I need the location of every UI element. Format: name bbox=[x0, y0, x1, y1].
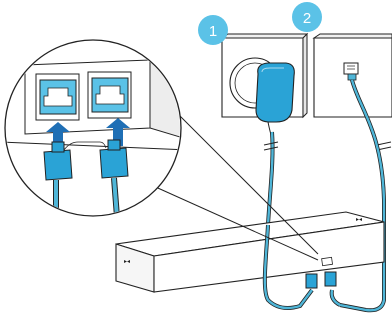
cable-break-mark bbox=[263, 141, 392, 151]
insert-arrow-phone bbox=[106, 118, 130, 146]
step-badge-2: 2 bbox=[292, 2, 322, 32]
wall-plate-phone bbox=[312, 33, 392, 118]
plug-power bbox=[43, 141, 73, 215]
port-power bbox=[35, 73, 80, 121]
step-badge-1-label: 1 bbox=[209, 23, 217, 40]
zoom-detail-circle bbox=[4, 39, 182, 217]
plug-phone bbox=[99, 139, 129, 215]
device-mark-left: ▸◂ bbox=[124, 258, 130, 265]
device-mark-right: ▸◂ bbox=[356, 216, 362, 223]
device-connector-phone bbox=[324, 271, 337, 287]
base-station: ▸◂ ▸◂ bbox=[115, 211, 385, 293]
port-phone bbox=[87, 71, 132, 119]
power-adapter-icon bbox=[255, 62, 295, 139]
phone-plug-icon bbox=[343, 62, 359, 81]
step-badge-1: 1 bbox=[198, 15, 228, 45]
insert-arrow-power bbox=[46, 122, 70, 150]
device-connector-power bbox=[305, 273, 318, 289]
step-badge-2-label: 2 bbox=[303, 10, 311, 27]
zoom-callout-lines bbox=[139, 93, 319, 261]
